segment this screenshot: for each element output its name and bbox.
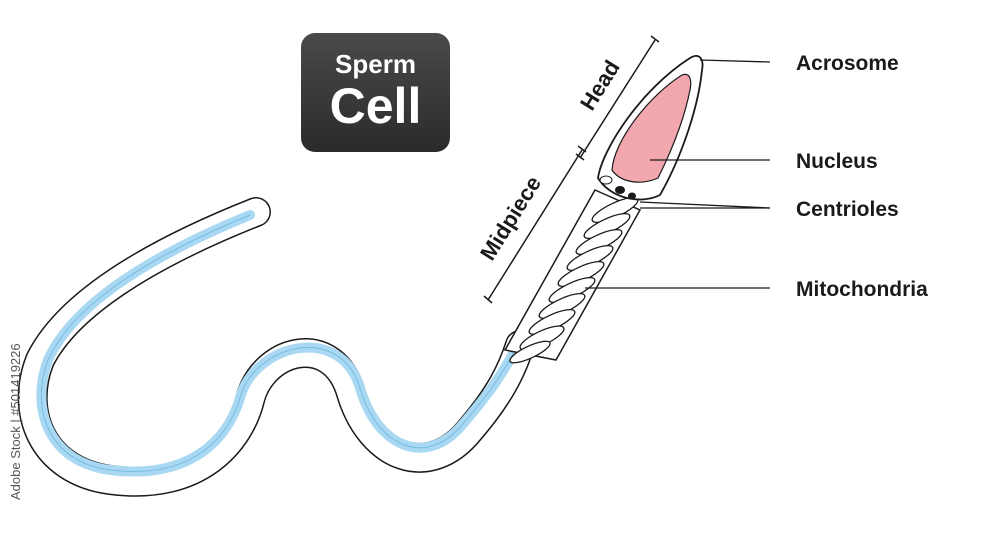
title-box: Sperm Cell <box>301 33 450 152</box>
head-label: Head <box>575 56 625 115</box>
acrosome-label: Acrosome <box>796 52 899 75</box>
centriole-2 <box>628 192 636 200</box>
mitochondria-label: Mitochondria <box>796 278 928 301</box>
leader-lines <box>585 59 771 289</box>
head <box>597 55 704 201</box>
acrosome-leader <box>699 59 771 63</box>
brackets <box>483 35 660 304</box>
centriole-ring <box>599 175 613 185</box>
centriole-1 <box>615 186 625 194</box>
title-line-1: Sperm <box>335 49 416 79</box>
centrioles-label: Centrioles <box>796 198 899 221</box>
tail-body <box>19 198 534 496</box>
nucleus <box>611 73 692 183</box>
mitochondria-coils <box>509 197 639 364</box>
midpiece-label: Midpiece <box>475 172 546 265</box>
tail-core <box>36 210 521 477</box>
centrioles-leader-1 <box>639 201 771 209</box>
head-bracket <box>579 39 656 159</box>
title-line-2: Cell <box>329 78 422 134</box>
tail <box>17 197 535 497</box>
nucleus-label: Nucleus <box>796 150 878 173</box>
midpiece-bracket <box>487 149 583 301</box>
stock-watermark: Adobe Stock | #501419226 <box>8 343 23 500</box>
midpiece <box>503 189 642 364</box>
tail-core-edge <box>40 214 517 472</box>
